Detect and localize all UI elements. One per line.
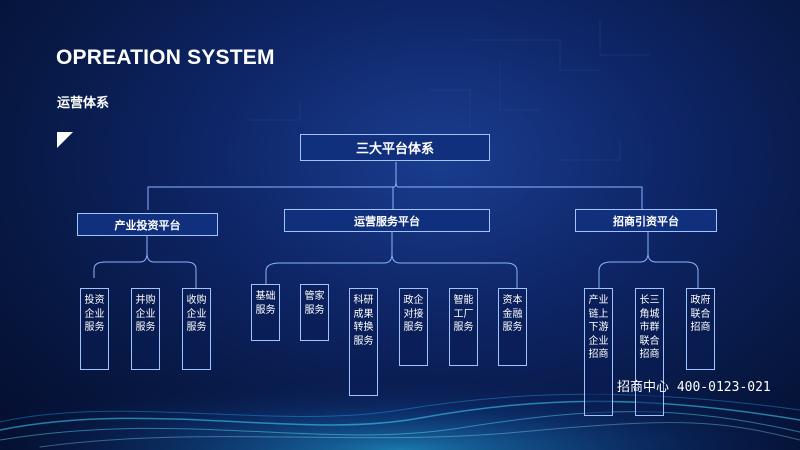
leaf-merger-enterprise-service: 并购企业服务 [131,288,160,370]
leaf-government-joint-attraction: 政府联合招商 [686,288,715,370]
leaf-capital-finance-service: 资本金融服务 [498,288,527,366]
leaf-butler-service: 管家服务 [300,284,329,341]
page-subtitle: 运营体系 [57,96,110,111]
leaf-acquisition-enterprise-service: 收购企业服务 [182,288,211,370]
org-root-node: 三大平台体系 [300,134,490,161]
branch-investment-attraction-platform: 招商引资平台 [575,209,717,232]
leaf-government-enterprise-service: 政企对接服务 [399,288,428,366]
hotline-text: 招商中心 400-0123-021 [617,380,771,395]
leaf-basic-service: 基础服务 [251,284,280,341]
page-title: OPREATION SYSTEM [56,46,275,69]
branch-operation-service-platform: 运营服务平台 [284,209,490,232]
leaf-research-transformation-service: 科研成果转换服务 [349,288,378,396]
leaf-yangtze-delta-attraction: 长三角城市群联合招商 [635,288,664,416]
corner-marker-icon [57,132,73,148]
leaf-industry-chain-attraction: 产业链上下游企业招商 [584,288,613,416]
branch-investment-platform: 产业投资平台 [77,213,218,236]
leaf-investment-enterprise-service: 投资企业服务 [80,288,109,370]
leaf-smart-factory-service: 智能工厂服务 [449,288,478,366]
